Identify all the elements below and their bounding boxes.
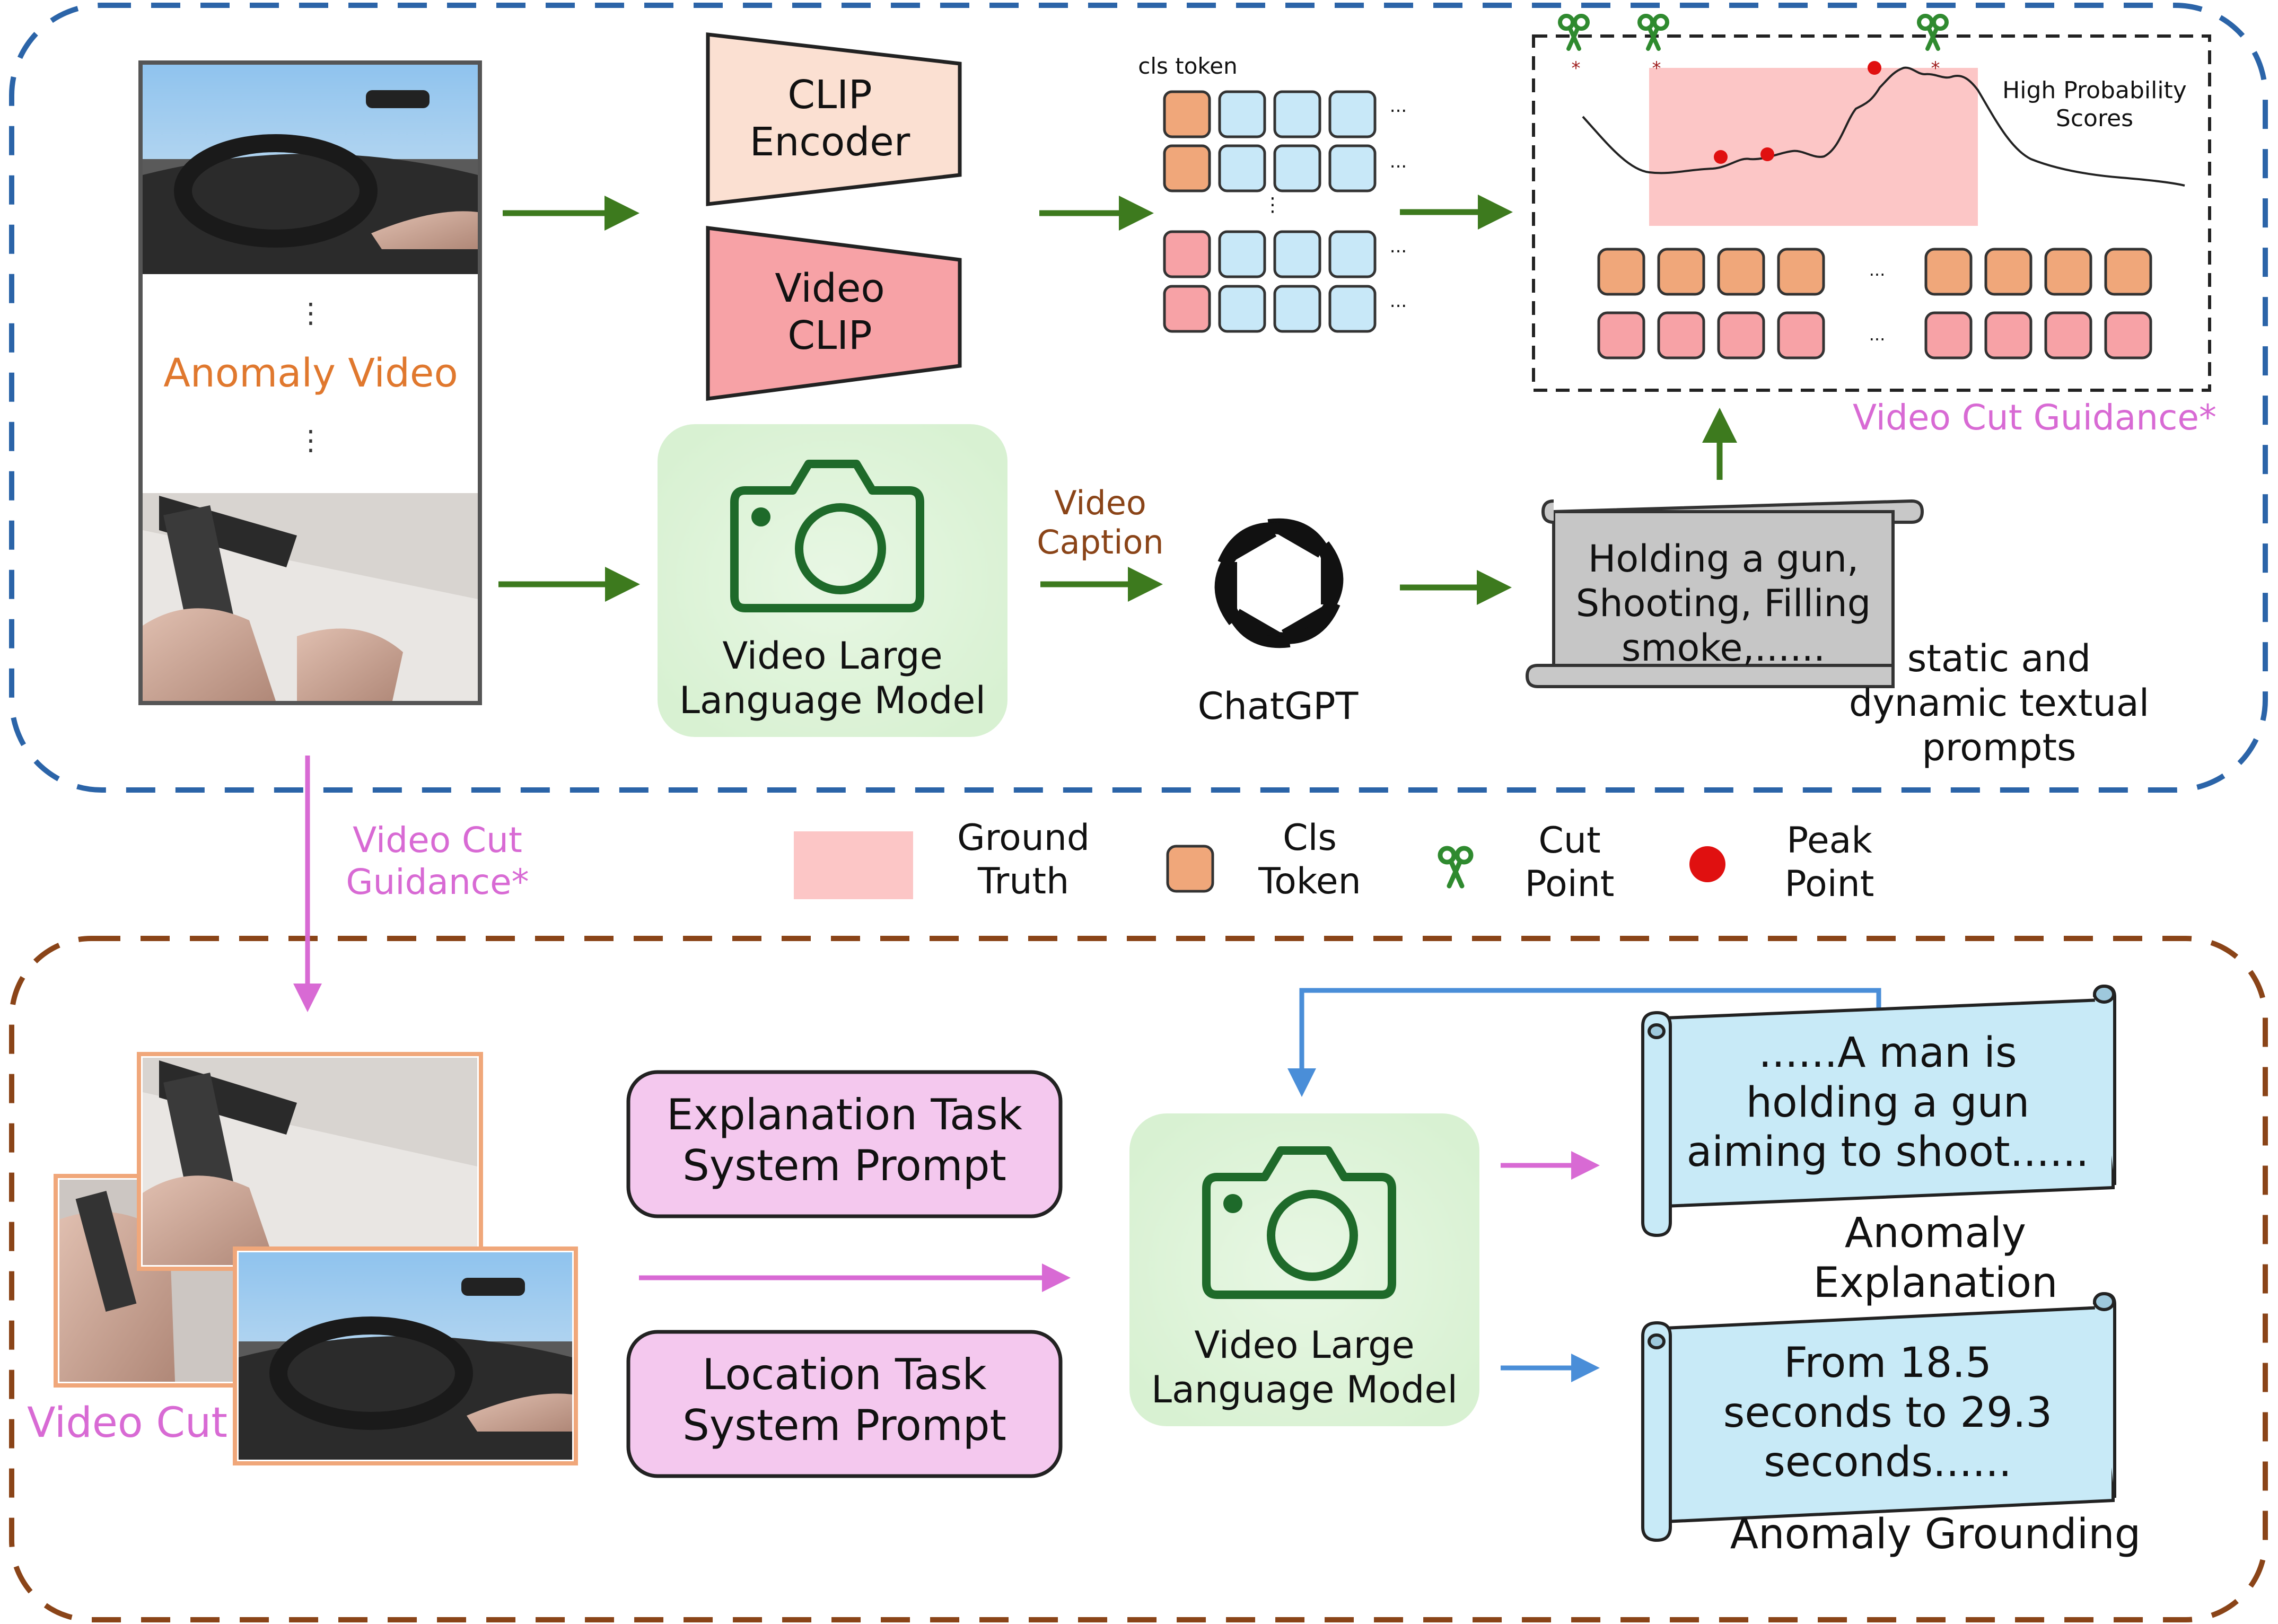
chatgpt-label: ChatGPT	[1197, 684, 1359, 728]
cls-token-row	[1597, 248, 2152, 296]
caption-scroll-text: Holding a gun, Shooting, Filling smoke,.…	[1575, 537, 1871, 670]
location-prompt-box	[626, 1330, 1063, 1478]
scissors-icon	[1917, 14, 1949, 51]
cls-token-grid	[1163, 90, 1377, 333]
svg-text:*: *	[1652, 58, 1661, 79]
top-panel-border	[9, 3, 2268, 793]
token-row-ellipsis: ...	[1389, 151, 1407, 172]
scissors-icon	[1637, 14, 1669, 51]
gt-swatch	[794, 831, 913, 899]
explanation-scroll-text: ......A man is holding a gun aiming to s…	[1686, 1029, 2089, 1177]
token-row-ellipsis: ...	[1869, 324, 1886, 345]
bottom-panel-border	[9, 936, 2268, 1622]
cls-swatch	[1166, 845, 1214, 893]
clip-encoder-label: CLIP Encoder	[749, 72, 910, 165]
video-cut-stack	[54, 1052, 578, 1465]
prompts-label: static and dynamic textual prompts	[1848, 637, 2150, 769]
legend-label-cls-token: Cls Token	[1258, 817, 1361, 902]
scissors-icon	[1558, 14, 1590, 51]
camera-icon	[1202, 1146, 1396, 1299]
video-frame-gun	[143, 493, 478, 701]
peak-point	[1868, 61, 1881, 75]
score-chart-box	[1532, 34, 2211, 392]
token-row-ellipsis: ...	[1869, 260, 1886, 280]
video-clip-label: Video CLIP	[775, 266, 885, 358]
video-cut-label: Video Cut	[27, 1399, 227, 1447]
legend-label-ground-truth: Ground Truth	[957, 817, 1090, 902]
score-curve	[1582, 66, 2185, 187]
anomaly-video-strip	[138, 60, 482, 705]
grounding-scroll	[1641, 1292, 2116, 1542]
token-grid-ellipsis: ⋮	[1263, 194, 1282, 216]
anomaly-explanation-title: Anomaly Explanation	[1813, 1209, 2058, 1307]
explanation-prompt-label: Explanation Task System Prompt	[667, 1090, 1022, 1190]
video-frame-car	[143, 65, 478, 274]
explanation-scroll	[1641, 984, 2116, 1237]
peak-point	[1714, 150, 1728, 164]
video-cut-guidance-label: Video Cut Guidance*	[1852, 397, 2216, 438]
guidance-label: Video Cut Guidance*	[346, 820, 529, 903]
location-prompt-label: Location Task System Prompt	[682, 1350, 1006, 1450]
video-caption-label: Video Caption	[1037, 484, 1164, 562]
anomaly-video-ellipsis: ⋮	[297, 425, 325, 457]
vllm-label-bottom: Video Large Language Model	[1151, 1323, 1458, 1411]
svg-text:*: *	[1931, 58, 1940, 79]
caption-scroll	[1525, 499, 1924, 688]
camera-icon	[730, 460, 924, 612]
scissors-icon	[1438, 846, 1474, 889]
token-row-ellipsis: ...	[1389, 95, 1407, 117]
legend-label-cut-point: Cut Point	[1524, 820, 1615, 905]
grounding-scroll-text: From 18.5 seconds to 29.3 seconds......	[1723, 1339, 2053, 1487]
svg-text:*: *	[1572, 58, 1581, 79]
clip-encoder-block	[706, 32, 962, 206]
feedback-arrow	[1287, 988, 1881, 1097]
chatgpt-logo-icon	[1214, 518, 1344, 648]
chart-note: High Probability Scores	[2002, 77, 2187, 132]
token-row-ellipsis: ...	[1389, 236, 1407, 257]
explanation-prompt-box	[626, 1070, 1063, 1218]
vllm-label-top: Video Large Language Model	[679, 634, 986, 722]
legend-label-peak-point: Peak Point	[1784, 820, 1874, 905]
peak-dot	[1689, 846, 1725, 882]
anomaly-video-ellipsis: ⋮	[297, 297, 325, 329]
token-row-ellipsis: ...	[1389, 291, 1407, 312]
video-clip-block	[706, 226, 962, 401]
peak-point	[1760, 147, 1774, 161]
anomaly-grounding-title: Anomaly Grounding	[1730, 1511, 2141, 1558]
anomaly-video-label: Anomaly Video	[163, 350, 458, 396]
video-token-row	[1597, 311, 2152, 359]
cls-token-label: cls token	[1138, 53, 1238, 79]
ground-truth-region	[1649, 68, 1978, 226]
